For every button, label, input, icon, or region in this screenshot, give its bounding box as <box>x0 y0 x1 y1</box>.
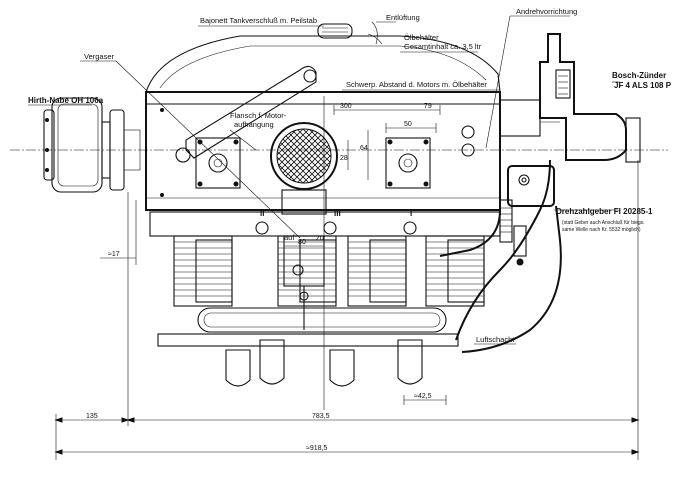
air-duct <box>461 205 562 353</box>
dim-783-5: 783,5 <box>312 413 330 420</box>
carburettor-label: Vergaser <box>84 52 115 61</box>
tacho-drive <box>499 165 555 266</box>
dim-17: ≈17 <box>108 251 120 258</box>
flange-label-2: aufhangung <box>234 120 274 129</box>
magneto-label-2: JF 4 ALS 108 P <box>614 81 672 90</box>
dimension-lines <box>28 15 640 460</box>
starter-magneto <box>499 33 641 163</box>
oil-tank-label: Ölbehälter <box>404 33 439 42</box>
dim-79: 79 <box>424 103 432 110</box>
dim-300: 300 <box>340 103 352 110</box>
hub-label: Hirth-Nabe OH 106a <box>28 96 104 105</box>
oil-tank <box>145 21 501 93</box>
flange-label-1: Flansch f. Motor- <box>230 111 287 120</box>
tacho-note-2: same Welle nach Kr. 5532 möglich) <box>562 227 641 233</box>
magneto-label-1: Bosch-Zünder <box>612 71 666 80</box>
oil-pipe <box>455 159 551 341</box>
throttle-open-label: auf <box>284 233 295 242</box>
carburettor <box>283 235 325 330</box>
dim-42-5: ≈42,5 <box>414 393 432 400</box>
tank-cap-label: Bajonett Tankverschluß m. Peilstab <box>200 16 317 25</box>
cg-label: Schwerp. Abstand d. Motors m. Ölbehälter <box>346 80 487 89</box>
cylinder-bank <box>149 211 501 307</box>
throttle-closed-label: zu <box>316 233 324 242</box>
oil-capacity-label: Gesamtinhalt ca. 3,5 ltr <box>404 42 482 51</box>
dim-135: 135 <box>86 413 98 420</box>
cylinder-number-1: I <box>410 209 412 218</box>
manifold <box>157 307 459 347</box>
dim-64: 64 <box>360 145 368 152</box>
starter-label: Andrehvorrichtung <box>516 7 577 16</box>
hirth-hub <box>43 97 141 193</box>
air-duct-label: Luftschacht <box>476 335 515 344</box>
dim-50: 50 <box>404 121 412 128</box>
tacho-label: Drehzahlgeber FI 20285-1 <box>556 207 653 216</box>
air-grille <box>270 122 338 215</box>
cylinder-number-2: II <box>260 209 264 218</box>
oil-pipe-2 <box>439 209 501 257</box>
dim-28: 28 <box>340 155 348 162</box>
dim-918-5: ≈918,5 <box>306 445 327 452</box>
tacho-note-1: (statt Geber auch Anschluß für biegs. <box>562 220 645 226</box>
vent-label: Entlüftung <box>386 13 420 22</box>
exhaust-stacks <box>225 339 423 387</box>
dim-80: 80 <box>298 239 306 246</box>
cylinder-number-3: III <box>334 209 341 218</box>
